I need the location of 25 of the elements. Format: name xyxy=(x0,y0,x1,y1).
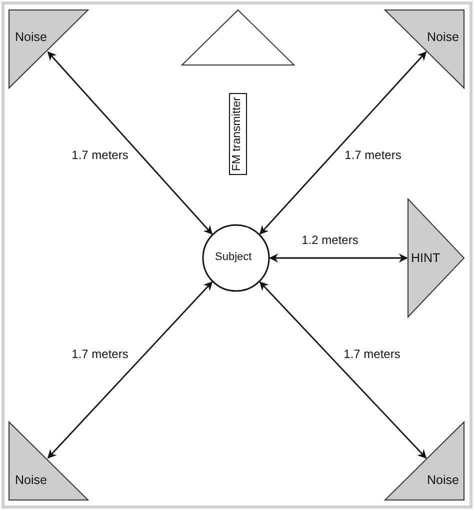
edge-label: 1.2 meters xyxy=(300,233,360,247)
subject-circle xyxy=(202,224,270,292)
double-arrow xyxy=(269,254,408,262)
node-label: Noise xyxy=(15,31,47,44)
node-label: Noise xyxy=(427,474,459,486)
speaker-triangle xyxy=(408,199,465,318)
transmitter-box xyxy=(229,93,247,175)
double-arrow xyxy=(47,51,213,235)
speaker-triangle xyxy=(385,422,465,501)
edge-label: 1.7 meters xyxy=(70,148,130,162)
double-arrow xyxy=(47,281,213,459)
edge-label: 1.7 meters xyxy=(342,347,402,361)
speaker-triangle xyxy=(9,10,89,89)
node-label: FM transmitter xyxy=(232,97,244,172)
node-label: Subject xyxy=(215,252,252,263)
edge-label: 1.7 meters xyxy=(342,148,404,162)
double-arrow xyxy=(259,281,427,459)
node-label: Noise xyxy=(15,474,47,486)
speaker-triangle xyxy=(182,9,295,66)
double-arrow xyxy=(259,51,427,235)
node-label: HINT xyxy=(411,252,440,264)
speaker-triangle xyxy=(385,10,465,89)
edge-label: 1.7 meters xyxy=(70,347,130,361)
node-label: Noise xyxy=(427,31,459,44)
speaker-triangle xyxy=(9,422,89,501)
